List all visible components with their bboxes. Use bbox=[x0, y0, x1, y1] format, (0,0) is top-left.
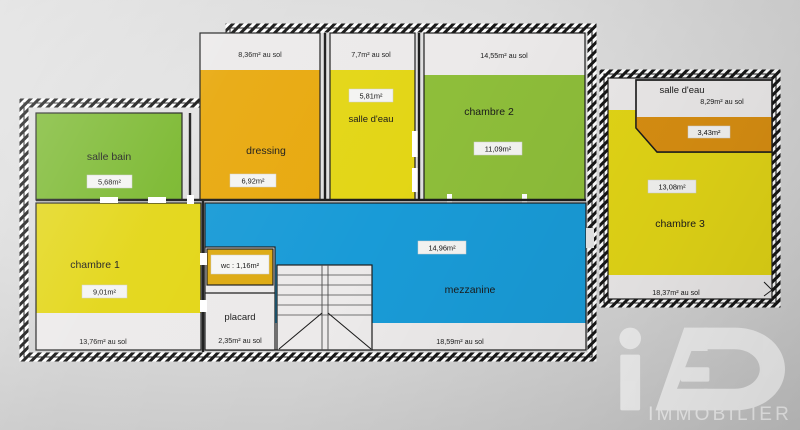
room-salle-bain[interactable]: salle bain 5,68m² bbox=[35, 112, 183, 201]
svg-text:9,01m²: 9,01m² bbox=[93, 288, 117, 297]
ausol-label-salle-eau-droite: 8,29m² au sol bbox=[700, 97, 744, 106]
ausol-label-chambre-1: 13,76m² au sol bbox=[79, 337, 127, 346]
area-badge-salle-bain: 5,68m² bbox=[86, 174, 133, 189]
svg-text:11,09m²: 11,09m² bbox=[485, 145, 512, 154]
ausol-label-chambre-2: 14,55m² au sol bbox=[480, 51, 528, 60]
svg-text:5,68m²: 5,68m² bbox=[98, 178, 122, 187]
ausol-label-chambre-3: 18,37m² au sol bbox=[652, 288, 700, 297]
ausol-label-dressing: 8,36m² au sol bbox=[238, 50, 282, 59]
room-salle-eau-droite[interactable]: salle d'eau 8,29m² au sol 3,43m² bbox=[635, 79, 773, 153]
area-badge-salle-eau-centre: 5,81m² bbox=[348, 88, 394, 103]
svg-text:13,08m²: 13,08m² bbox=[658, 183, 686, 192]
room-label-wc-2: wc : 1,16m² bbox=[220, 261, 260, 270]
room-label-chambre-3: chambre 3 bbox=[655, 218, 705, 230]
room-salle-eau-centre[interactable]: 7,7m² au sol 5,81m² salle d'eau bbox=[329, 32, 418, 201]
room-chambre-2[interactable]: 14,55m² au sol chambre 2 11,09m² bbox=[423, 32, 586, 204]
svg-text:6,92m²: 6,92m² bbox=[241, 177, 265, 186]
room-label-dressing: dressing bbox=[246, 145, 286, 157]
area-badge-chambre-1: 9,01m² bbox=[81, 284, 128, 299]
svg-text:3,43m²: 3,43m² bbox=[697, 128, 721, 137]
room-chambre-1[interactable]: chambre 1 9,01m² 13,76m² au sol bbox=[35, 202, 202, 351]
area-badge-chambre-3: 13,08m² bbox=[647, 179, 697, 194]
ausol-label-placard-2: 2,35m² au sol bbox=[218, 336, 262, 345]
ausol-label-mezzanine: 18,59m² au sol bbox=[436, 337, 484, 346]
room-label-placard-2: placard bbox=[224, 312, 255, 323]
room-label-chambre-2: chambre 2 bbox=[464, 106, 514, 118]
svg-text:5,81m²: 5,81m² bbox=[359, 92, 383, 101]
ausol-label-salle-eau-centre: 7,7m² au sol bbox=[351, 50, 391, 59]
area-badge-dressing: 6,92m² bbox=[229, 173, 277, 188]
watermark-tagline: IMMOBILIER bbox=[648, 404, 792, 425]
staircase[interactable] bbox=[276, 264, 373, 351]
room-label-mezzanine: mezzanine bbox=[445, 284, 496, 296]
room-label-salle-eau-droite: salle d'eau bbox=[659, 85, 704, 96]
door-symbol-chambre-3 bbox=[763, 281, 773, 297]
area-badge-chambre-2: 11,09m² bbox=[473, 141, 523, 156]
room-label-salle-bain: salle bain bbox=[87, 151, 132, 163]
interior-partitions bbox=[36, 33, 586, 352]
wall-gap bbox=[586, 228, 594, 248]
exterior-walls-right-wing bbox=[599, 69, 781, 308]
room-dressing[interactable]: 8,36m² au sol dressing 6,92m² bbox=[199, 32, 321, 201]
staircase-direction-arrow bbox=[278, 312, 372, 350]
room-label-salle-eau-centre: salle d'eau bbox=[348, 114, 393, 125]
wc-placard-overlay: wc : 1,16m² placard 2,35m² au sol bbox=[204, 246, 276, 351]
room-label-chambre-1: chambre 1 bbox=[70, 259, 120, 271]
area-badge-salle-eau-droite: 3,43m² bbox=[687, 125, 731, 139]
svg-text:14,96m²: 14,96m² bbox=[428, 244, 456, 253]
area-badge-mezzanine: 14,96m² bbox=[417, 240, 467, 255]
